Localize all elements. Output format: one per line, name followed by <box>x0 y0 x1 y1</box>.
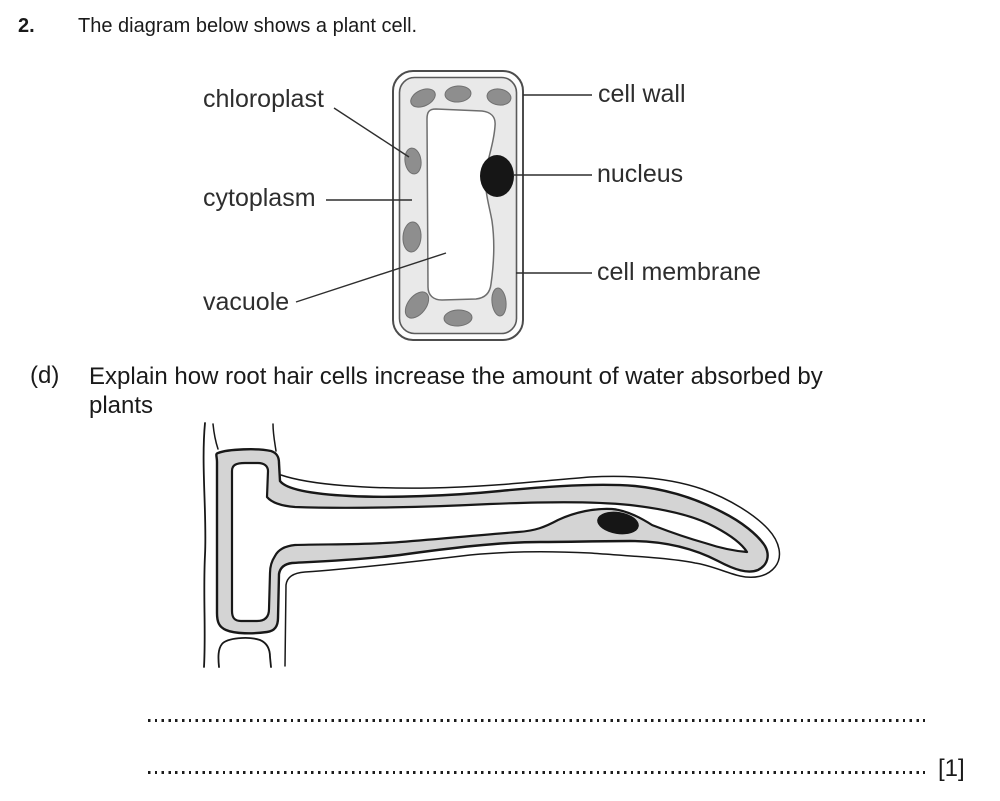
chloroplast-shape <box>486 88 512 106</box>
part-d-question-line2: plants <box>89 392 154 419</box>
chloroplast-shape <box>404 291 430 319</box>
chloroplast-shape <box>410 88 436 108</box>
leader-lines <box>295 94 592 303</box>
root-hair-nucleus-shape <box>597 511 639 535</box>
label-vacuole: vacuole <box>203 288 290 316</box>
upper-neighbour-wall-right <box>272 423 277 452</box>
plant-cell-diagram <box>295 70 592 341</box>
chloroplast-shape <box>444 85 472 103</box>
vacuole-shape <box>426 108 496 301</box>
answer-dotted-line-1 <box>148 719 925 722</box>
question-number: 2. <box>18 15 35 37</box>
vacuole-leader-line <box>295 252 447 303</box>
root-hair-vacuole-shape <box>230 461 749 623</box>
upper-neighbour-wall-left <box>212 423 219 450</box>
label-chloroplast: chloroplast <box>203 85 324 113</box>
root-hair-cell-figure <box>202 422 781 668</box>
part-d-question: Explain how root hair cells increase the… <box>89 362 823 420</box>
root-hair-outer-wall-line <box>280 474 781 667</box>
label-cell-wall: cell wall <box>598 80 686 108</box>
chloroplast-shape <box>404 147 422 175</box>
root-hair-cytoplasm-shape <box>215 448 769 635</box>
chloroplast-shape <box>402 221 422 253</box>
chloroplast-shape <box>443 309 473 327</box>
part-d-question-line1: Explain how root hair cells increase the… <box>89 363 823 390</box>
chloroplast-leader-line <box>333 107 410 158</box>
lower-neighbour-cell-wall <box>217 637 272 668</box>
label-cell-membrane: cell membrane <box>597 258 761 286</box>
answer-dotted-line-2 <box>148 771 925 774</box>
marks-badge: [1] <box>938 755 965 782</box>
root-edge-line <box>202 422 207 668</box>
question-intro-text: The diagram below shows a plant cell. <box>78 15 418 37</box>
chloroplasts <box>402 85 512 327</box>
chloroplast-shape <box>491 287 507 317</box>
nucleus-shape <box>480 155 514 197</box>
label-nucleus: nucleus <box>597 160 684 188</box>
part-d-label: (d) <box>30 362 60 389</box>
label-cytoplasm: cytoplasm <box>203 184 316 212</box>
